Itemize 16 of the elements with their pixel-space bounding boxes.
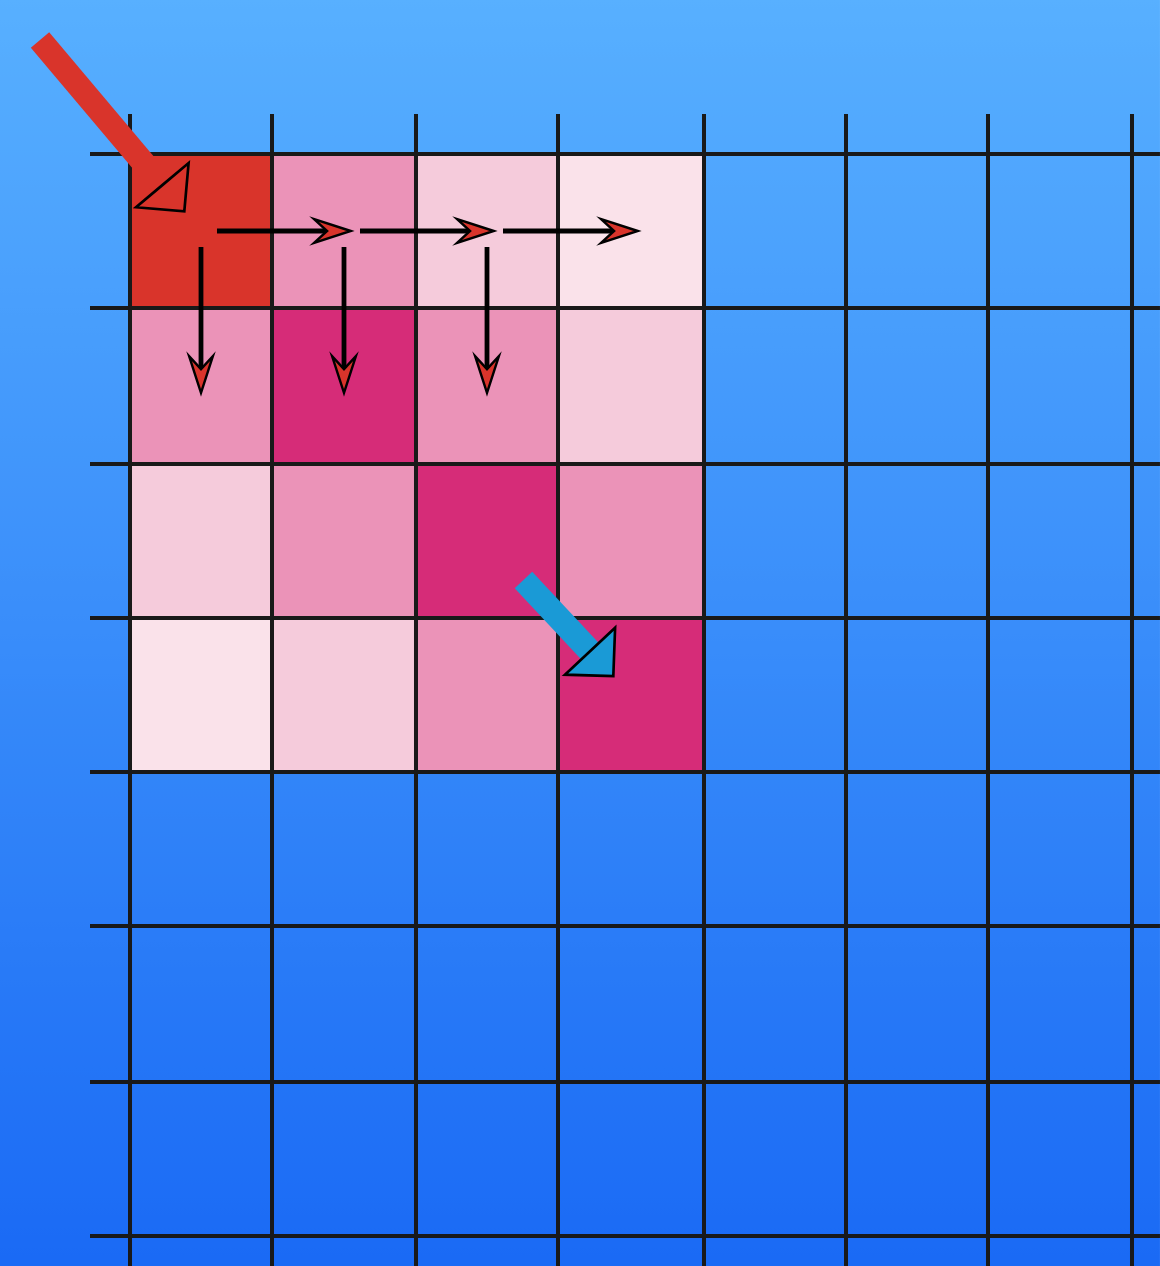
grid-cell bbox=[272, 464, 416, 618]
grid-cell bbox=[272, 618, 416, 772]
grid-cell bbox=[416, 464, 558, 618]
grid-cell bbox=[558, 154, 704, 308]
thick-arrow bbox=[514, 571, 617, 678]
thick-arrow bbox=[30, 32, 191, 213]
grid-cell bbox=[416, 618, 558, 772]
grid-cell bbox=[558, 464, 704, 618]
grid-cell bbox=[130, 464, 272, 618]
grid-cell bbox=[416, 154, 558, 308]
grid-cell bbox=[130, 308, 272, 464]
grid-cell bbox=[558, 308, 704, 464]
grid-cell bbox=[272, 308, 416, 464]
grid-cell bbox=[130, 618, 272, 772]
grid-cell bbox=[416, 308, 558, 464]
grid-cell bbox=[272, 154, 416, 308]
